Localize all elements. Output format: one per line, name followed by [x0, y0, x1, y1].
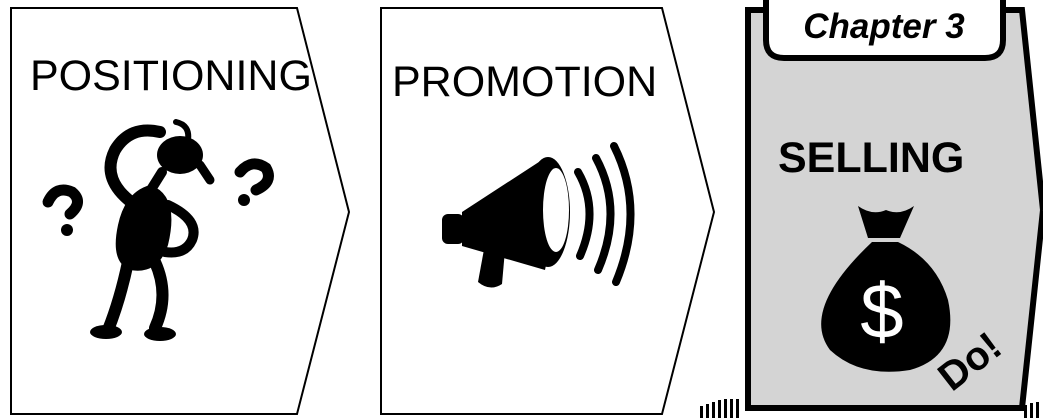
step-label-positioning: POSITIONING: [30, 52, 312, 100]
step-label-promotion: PROMOTION: [392, 58, 657, 106]
chapter-tab: Chapter 3: [766, 0, 1003, 58]
dollar-sign: $: [860, 267, 903, 355]
chapter-label: Chapter 3: [803, 7, 965, 46]
step-positioning: POSITIONING: [11, 8, 349, 414]
step-label-selling: SELLING: [778, 134, 964, 182]
step-selling: Chapter 3 SELLING $ Do!: [700, 0, 1043, 418]
step-promotion: PROMOTION: [381, 8, 714, 414]
